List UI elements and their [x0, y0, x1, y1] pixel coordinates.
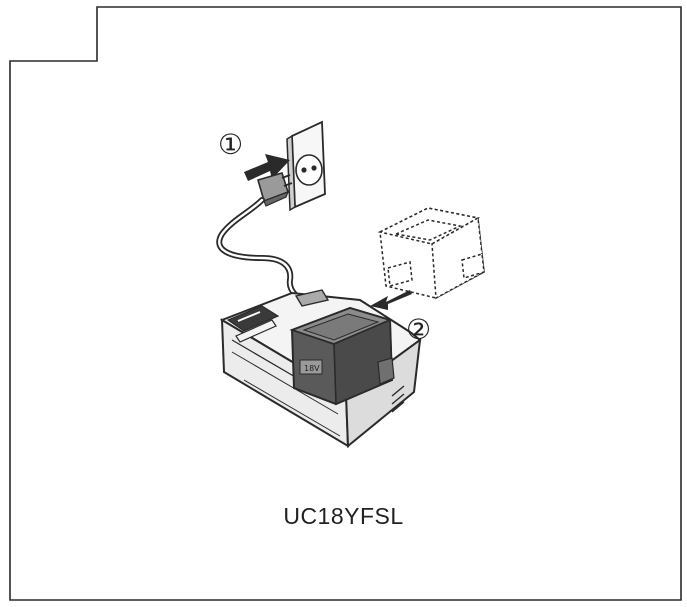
battery-pack-outline — [377, 207, 485, 300]
power-cord — [216, 197, 315, 309]
page-border — [9, 6, 682, 601]
model-caption: UC18YFSL — [283, 503, 404, 529]
power-plug — [257, 172, 293, 207]
step-2-marker: ② — [406, 313, 432, 346]
wall-outlet — [286, 120, 326, 212]
arrow-plug-in — [244, 154, 290, 181]
svg-text:18V: 18V — [304, 364, 320, 373]
arrow-insert-battery — [370, 290, 412, 310]
step-1-marker: ① — [218, 128, 244, 161]
battery-pack-installed: 18V — [289, 306, 395, 406]
